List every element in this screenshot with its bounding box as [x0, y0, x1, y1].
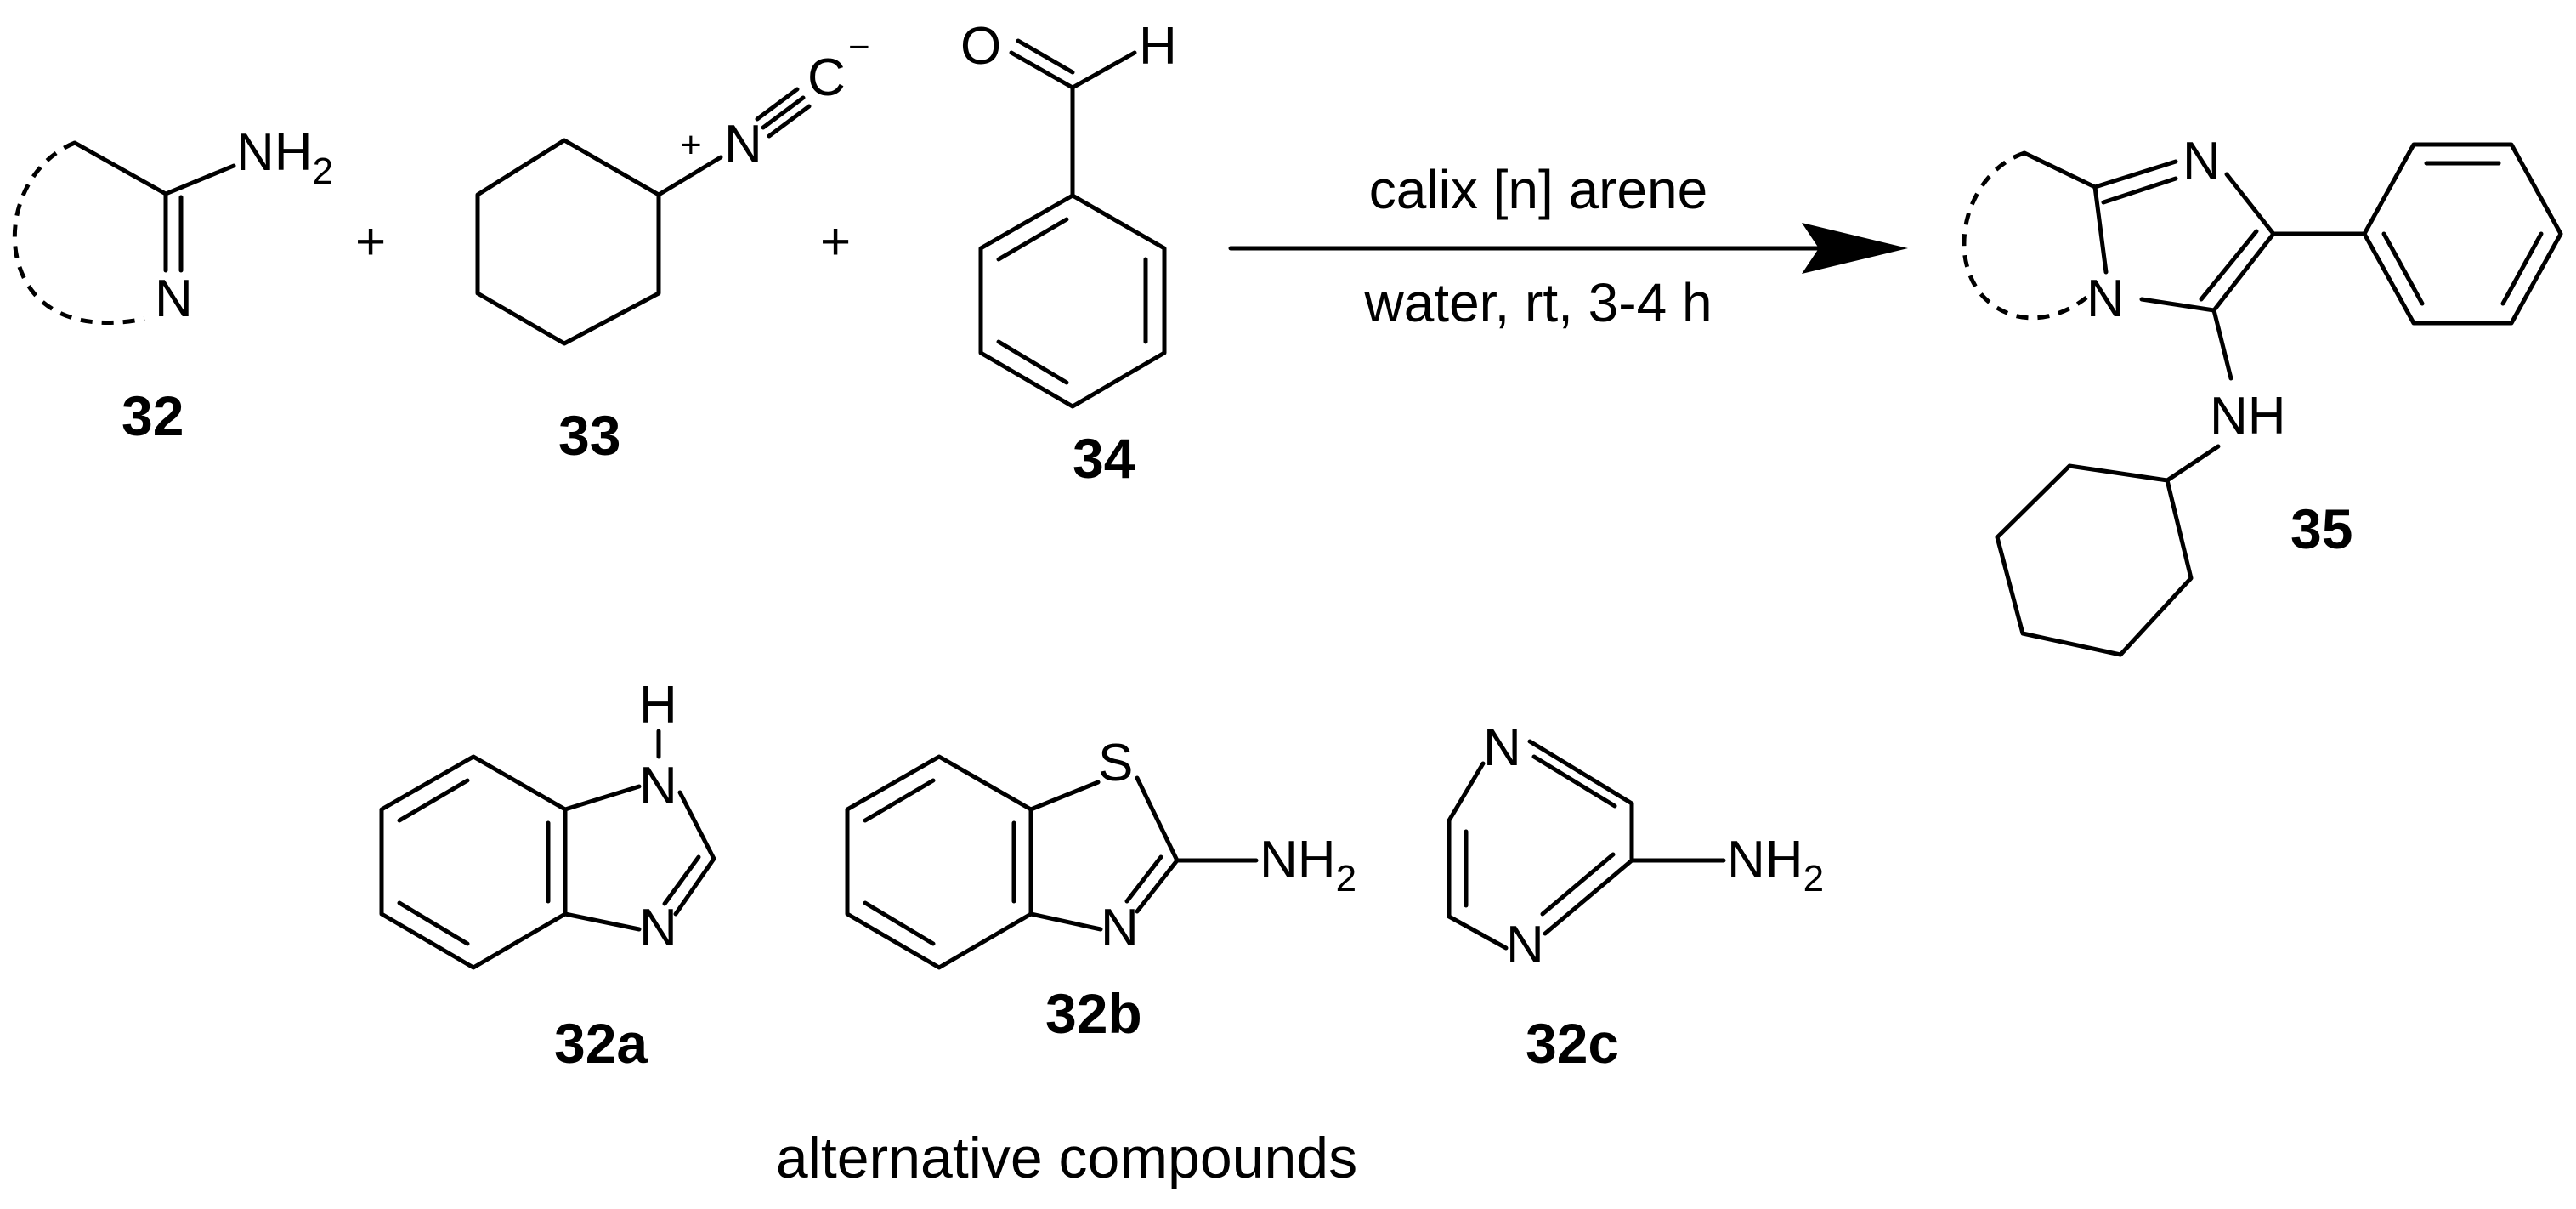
atom-n-bottom: N — [1506, 916, 1544, 974]
dashed-ring-arc — [1962, 150, 2088, 321]
compound-label-32: 32 — [122, 384, 184, 447]
bond-ring-n — [656, 155, 723, 197]
aromatic-bond — [996, 217, 1069, 262]
compound-35: N N NH 35 — [1962, 132, 2563, 657]
aromatic-bond — [397, 778, 470, 823]
atom-n1: N — [639, 757, 677, 815]
double-bond-c4-c5-a — [2211, 231, 2276, 313]
negative-charge: − — [848, 26, 870, 68]
conditions-bottom: water, rt, 3-4 h — [1363, 272, 1712, 333]
atom-n-top: N — [1483, 718, 1521, 777]
atom-h: H — [639, 676, 677, 735]
atom-nh2: NH2 — [236, 123, 333, 192]
plus-sign: + — [355, 213, 386, 271]
bond-n3-c3a — [1028, 911, 1103, 932]
atom-n: N — [724, 115, 762, 173]
atom-nh: NH — [2210, 387, 2286, 446]
bond-c5-n1 — [2139, 297, 2216, 313]
aromatic-bond — [397, 900, 470, 946]
aromatic-bond — [863, 778, 936, 823]
bond-nh-ring — [2165, 444, 2221, 483]
atom-s: S — [1098, 734, 1133, 792]
compound-label-32c: 32c — [1526, 1012, 1619, 1075]
reaction-arrow: calix [n] arene water, rt, 3-4 h — [1228, 159, 1908, 333]
bond-s-c2 — [1135, 775, 1180, 863]
bond-n4-c5 — [1447, 761, 1486, 823]
alternatives-caption: alternative compounds — [776, 1126, 1357, 1190]
double-bond-c2-n3-b — [2101, 176, 2178, 205]
benzene-ring — [845, 754, 1033, 970]
bond-c6-n1 — [1447, 914, 1509, 951]
aromatic-bond — [2500, 231, 2544, 306]
triple-bond-b — [767, 104, 812, 139]
atom-n: N — [155, 270, 193, 328]
double-bond-co-b — [1016, 38, 1075, 75]
cyclohexane-ring — [475, 138, 661, 346]
bond-c7a-s — [1028, 780, 1101, 812]
compound-label-32b: 32b — [1045, 982, 1142, 1045]
compound-32: NH2 N 32 — [12, 123, 333, 447]
triple-bond-a — [761, 95, 806, 130]
bond-c5-nh — [2211, 308, 2233, 381]
compound-32c: N N NH2 32c — [1447, 718, 1824, 1075]
double-bond-c2-n3-b — [662, 854, 701, 906]
aromatic-bond — [1540, 852, 1616, 917]
atom-h: H — [1139, 17, 1177, 76]
benzene-ring — [978, 193, 1167, 409]
atom-n1: N — [2086, 270, 2125, 328]
atom-n3: N — [2183, 132, 2221, 190]
aromatic-bond — [1531, 754, 1617, 809]
atom-nh2: NH2 — [1727, 831, 1824, 900]
compound-label-33: 33 — [558, 404, 620, 467]
cyclohexane-ring — [1995, 463, 2194, 657]
dashed-ring-arc — [12, 140, 145, 326]
atom-o: O — [960, 17, 1001, 76]
double-bond-c2-n3-b — [1124, 854, 1163, 904]
double-bond-c2-n3-a — [1135, 858, 1180, 914]
aromatic-bond — [863, 900, 936, 946]
bond-n1-c2 — [1543, 858, 1634, 936]
compound-34: O H 34 — [960, 17, 1177, 490]
conditions-top: calix [n] arene — [1369, 159, 1707, 220]
double-bond-c2-n3-a — [673, 856, 716, 917]
bond-c7a-n1 — [563, 784, 642, 812]
arrow-head — [1802, 223, 1908, 274]
triple-bond-c — [755, 87, 800, 122]
bond-n3-c4 — [2224, 172, 2276, 236]
double-bond-c2-n3-a — [2092, 159, 2178, 190]
double-bond-c4-c5-b — [2199, 229, 2259, 302]
benzene-ring — [2362, 142, 2563, 326]
compound-label-35: 35 — [2290, 497, 2352, 560]
bond-n3-c3a — [563, 911, 642, 932]
bond-c-nh2 — [163, 163, 236, 196]
atom-nh2: NH2 — [1260, 831, 1356, 900]
bond-ch2-c2 — [2022, 150, 2098, 190]
bond-c-h — [1070, 50, 1137, 90]
benzene-ring — [379, 754, 568, 970]
aromatic-bond — [2381, 231, 2425, 306]
aromatic-bond — [996, 339, 1069, 385]
bond-n1-c2 — [677, 790, 716, 861]
compound-33: + N C − 33 — [475, 26, 870, 467]
compound-32a: H N N 32a — [379, 676, 716, 1075]
compound-label-32a: 32a — [554, 1012, 648, 1075]
bond-ch2-c — [72, 140, 168, 196]
bond-n1-c2 — [2092, 184, 2109, 275]
compound-label-34: 34 — [1073, 427, 1135, 490]
plus-sign: + — [820, 213, 851, 271]
positive-charge: + — [680, 124, 702, 166]
bond-c3-n4 — [1527, 739, 1634, 806]
compound-32b: S N NH2 32b — [845, 734, 1356, 1045]
atom-n: N — [1101, 899, 1139, 957]
atom-c: C — [807, 48, 846, 107]
double-bond-co-a — [1009, 50, 1075, 90]
atom-n3: N — [639, 899, 677, 957]
